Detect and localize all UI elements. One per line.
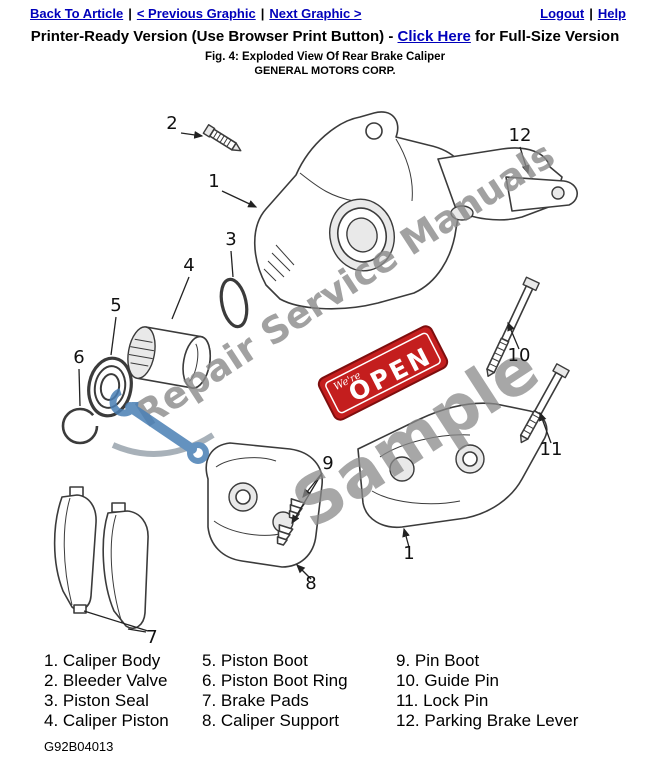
company-name: GENERAL MOTORS CORP. <box>254 65 396 77</box>
callout-1: 1 <box>403 543 414 564</box>
fullsize-text: for Full-Size Version <box>470 28 620 45</box>
callout-9: 9 <box>322 453 333 474</box>
callout-1: 1 <box>208 171 219 192</box>
caliper-body-shape <box>253 111 466 310</box>
caliper-body-rear-shape <box>357 402 548 528</box>
nav-right-links: Logout | Help <box>540 6 626 21</box>
legend-item: 1. Caliper Body <box>44 651 161 670</box>
pin-boot-shape <box>276 524 294 546</box>
piston-boot-ring-shape <box>61 407 99 445</box>
legend-item: 8. Caliper Support <box>202 711 340 730</box>
legend-item: 5. Piston Boot <box>202 651 308 670</box>
legend-item: 10. Guide Pin <box>396 671 500 690</box>
figure-code: G92B04013 <box>44 739 114 754</box>
nav-separator: | <box>589 6 593 21</box>
legend-item: 11. Lock Pin <box>396 691 489 710</box>
previous-graphic-link[interactable]: < Previous Graphic <box>136 6 256 21</box>
lock-pin-shape <box>519 363 570 444</box>
nav-left-links: Back To Article | < Previous Graphic | Next … <box>30 6 361 21</box>
back-to-article-link[interactable]: Back To Article <box>30 6 124 21</box>
callout-7: 7 <box>146 627 157 648</box>
legend-item: 3. Piston Seal <box>44 691 149 710</box>
parts-legend: 1. Caliper Body 2. Bleeder Valve 3. Pist… <box>0 651 650 731</box>
callout-4: 4 <box>183 255 194 276</box>
legend-item: 9. Pin Boot <box>396 651 480 670</box>
brake-pads-shape <box>53 486 149 629</box>
piston-seal-shape <box>219 277 249 329</box>
printer-ready-line: Printer-Ready Version (Use Browser Print… <box>0 28 650 45</box>
nav-separator: | <box>128 6 132 21</box>
legend-column-1: 1. Caliper Body 2. Bleeder Valve 3. Pist… <box>44 651 202 731</box>
legend-item: 12. Parking Brake Lever <box>396 711 579 730</box>
caliper-piston-shape <box>127 326 212 389</box>
callout-11: 11 <box>540 439 563 460</box>
caliper-support-shape <box>205 442 323 568</box>
legend-item: 6. Piston Boot Ring <box>202 671 348 690</box>
nav-separator: | <box>260 6 265 21</box>
callout-2: 2 <box>166 113 177 134</box>
logout-link[interactable]: Logout <box>540 6 585 21</box>
callout-8: 8 <box>305 573 316 594</box>
bleeder-valve-shape <box>202 124 242 152</box>
parking-brake-lever-shape <box>437 147 578 221</box>
top-nav: Back To Article | < Previous Graphic | Next … <box>0 0 650 21</box>
callout-12: 12 <box>509 125 532 146</box>
legend-item: 4. Caliper Piston <box>44 711 169 730</box>
legend-item: 7. Brake Pads <box>202 691 309 710</box>
exploded-view-diagram: Repair Service Manuals We're OPEN Sample… <box>53 111 578 648</box>
next-graphic-link[interactable]: Next Graphic > <box>269 6 362 21</box>
printer-ready-text: Printer-Ready Version (Use Browser Print… <box>30 28 398 45</box>
leader-lines <box>78 131 552 633</box>
callout-3: 3 <box>225 229 236 250</box>
callout-6: 6 <box>73 347 84 368</box>
legend-column-3: 9. Pin Boot 10. Guide Pin 11. Lock Pin 1… <box>396 651 578 731</box>
legend-item: 2. Bleeder Valve <box>44 671 168 690</box>
help-link[interactable]: Help <box>597 6 626 21</box>
legend-column-2: 5. Piston Boot 6. Piston Boot Ring 7. Br… <box>202 651 396 731</box>
figure-caption: Fig. 4: Exploded View Of Rear Brake Cali… <box>204 51 446 63</box>
callout-5: 5 <box>110 295 121 316</box>
click-here-link[interactable]: Click Here <box>397 28 471 45</box>
tools-logo-icon <box>109 387 215 464</box>
callout-10: 10 <box>508 345 531 366</box>
